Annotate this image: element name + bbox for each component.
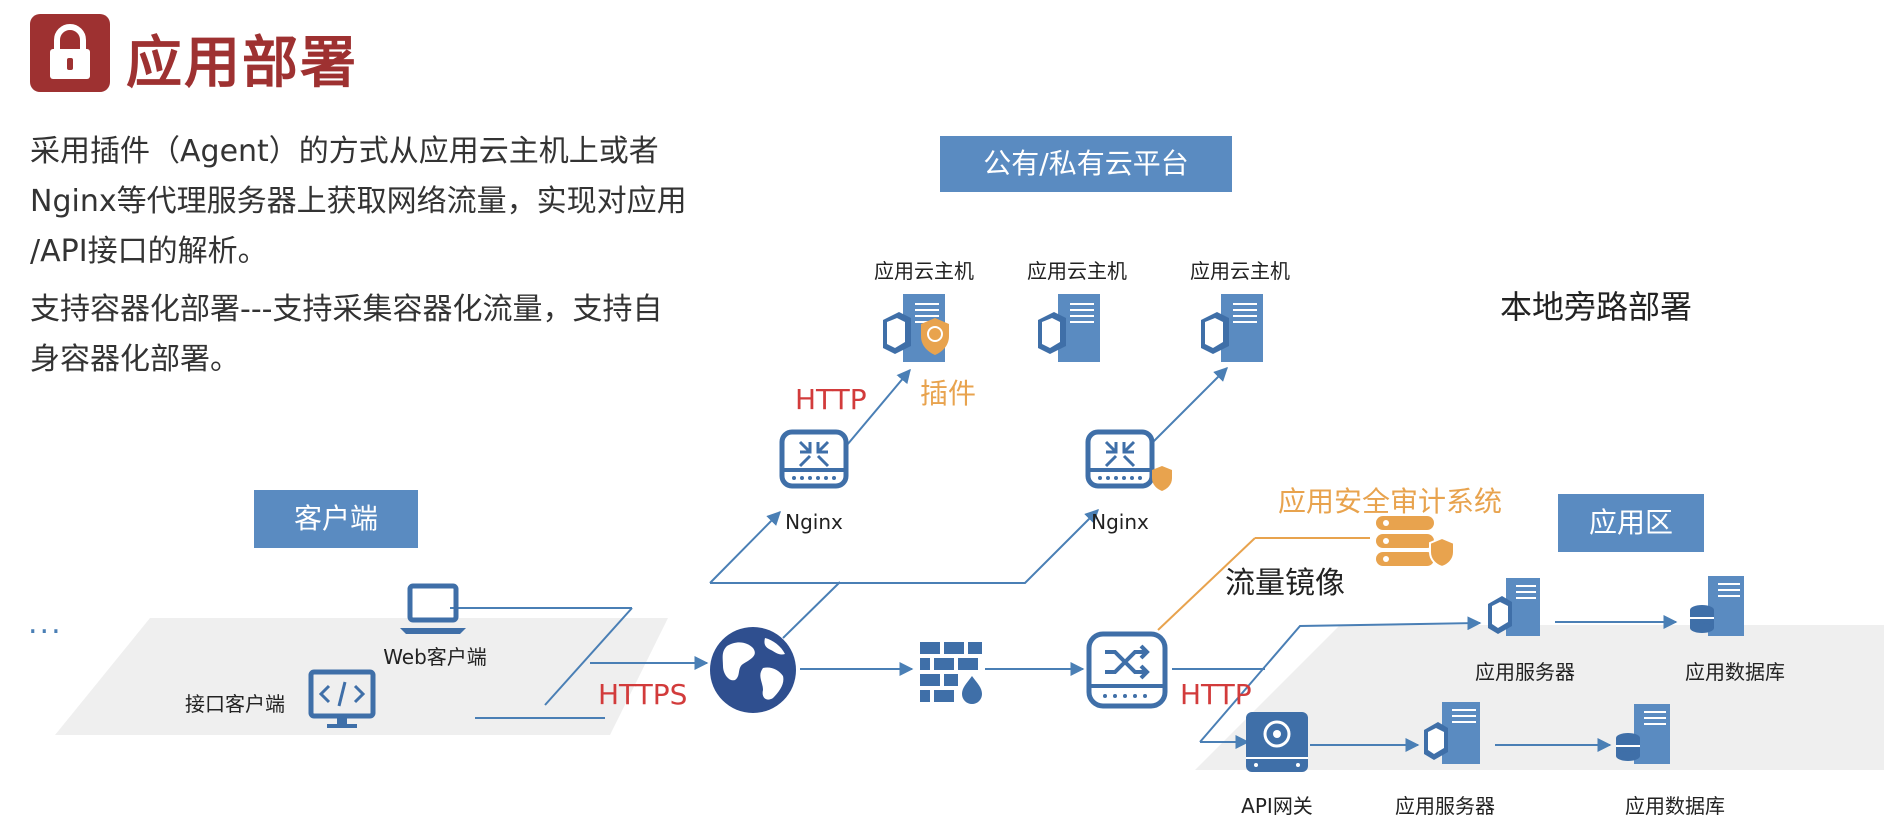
- api-gateway-icon: [1242, 708, 1312, 784]
- audit-server-icon: [1372, 512, 1456, 576]
- description-line: /API接口的解析。: [30, 234, 268, 269]
- server-icon: [1484, 576, 1556, 644]
- http-label: HTTP: [1180, 678, 1252, 711]
- app-server-label: 应用服务器: [1395, 794, 1495, 818]
- server-icon: [1030, 290, 1120, 374]
- firewall-icon: [918, 640, 986, 710]
- globe-icon: [707, 624, 799, 720]
- local-bypass-label: 本地旁路部署: [1500, 288, 1693, 326]
- plugin-label: 插件: [920, 377, 977, 410]
- database-icon: [1612, 702, 1684, 772]
- code-monitor-icon: [307, 668, 377, 734]
- https-label: HTTPS: [598, 678, 688, 711]
- cloud-host-label: 应用云主机: [1027, 259, 1127, 283]
- description-line: 采用插件（Agent）的方式从应用云主机上或者: [30, 134, 659, 169]
- server-icon: [875, 290, 965, 374]
- lock-icon: [30, 14, 110, 92]
- app-platform: [1195, 625, 1884, 770]
- client-zone-label: 客户端: [254, 490, 418, 548]
- audit-system-label: 应用安全审计系统: [1278, 485, 1503, 518]
- app-db-label: 应用数据库: [1685, 660, 1785, 684]
- shield-icon: [921, 318, 949, 355]
- ellipsis: ...: [28, 606, 63, 641]
- api-gateway-label: API网关: [1241, 794, 1313, 818]
- api-client-label: 接口客户端: [185, 692, 285, 716]
- description-line: 支持容器化部署---支持采集容器化流量，支持自: [30, 292, 663, 327]
- switch-icon: [1085, 630, 1169, 718]
- cloud-platform-label: 公有/私有云平台: [940, 136, 1232, 192]
- page-title: 应用部署: [126, 31, 358, 96]
- client-platform: [55, 618, 668, 735]
- nginx-icon: [1084, 426, 1176, 502]
- app-server-label: 应用服务器: [1475, 660, 1575, 684]
- server-icon: [1193, 290, 1283, 374]
- web-client-label: Web客户端: [383, 645, 487, 669]
- nginx-label: Nginx: [785, 510, 843, 534]
- app-zone-label: 应用区: [1558, 494, 1704, 552]
- cloud-host-label: 应用云主机: [874, 259, 974, 283]
- database-icon: [1686, 574, 1758, 644]
- description-line: 身容器化部署。: [30, 342, 240, 377]
- traffic-mirror-label: 流量镜像: [1225, 566, 1345, 601]
- description-line: Nginx等代理服务器上获取网络流量，实现对应用: [30, 184, 687, 219]
- app-db-label: 应用数据库: [1625, 794, 1725, 818]
- nginx-icon: [778, 426, 850, 502]
- cloud-host-label: 应用云主机: [1190, 259, 1290, 283]
- nginx-label: Nginx: [1091, 510, 1149, 534]
- laptop-icon: [398, 582, 468, 642]
- server-icon: [1420, 700, 1492, 772]
- http-label: HTTP: [795, 383, 867, 416]
